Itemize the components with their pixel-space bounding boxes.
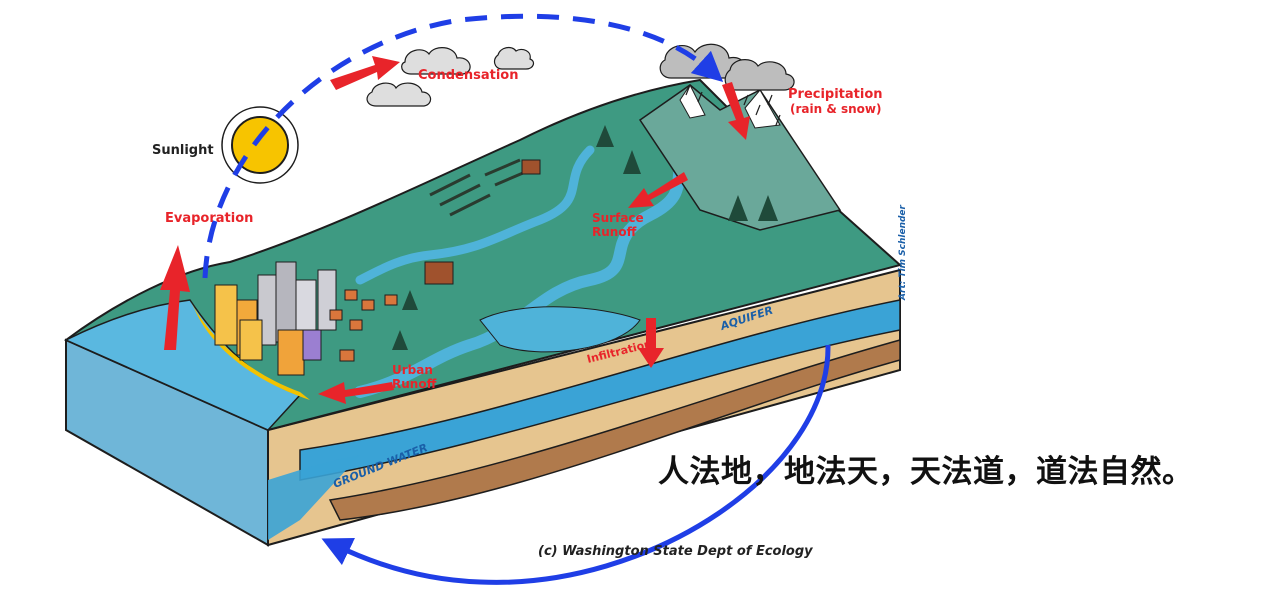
copyright-label: (c) Washington State Dept of Ecology xyxy=(538,544,813,559)
urban-runoff-label-line2: Runoff xyxy=(392,377,437,391)
evaporation-arrow xyxy=(160,245,190,350)
sun-icon xyxy=(221,106,299,184)
river-upper xyxy=(355,145,595,285)
sunlight-label: Sunlight xyxy=(152,143,214,158)
landscape-block xyxy=(64,78,903,547)
surface-runoff-label-line1: Surface xyxy=(592,211,644,225)
city-buildings xyxy=(214,261,337,376)
surface-runoff-arrow xyxy=(628,172,688,208)
river xyxy=(354,124,706,398)
trees xyxy=(392,125,778,350)
cycle-arrow-solid xyxy=(321,344,831,585)
houses xyxy=(329,289,398,362)
infiltration-arrow xyxy=(638,318,664,368)
lake xyxy=(479,306,641,353)
mountain-snow xyxy=(679,84,781,129)
condensation-label: Condensation xyxy=(418,68,518,83)
daoist-quote: 人法地，地法天，天法道，道法自然。 xyxy=(658,454,1194,490)
barn xyxy=(424,261,454,285)
condensation-arrow xyxy=(330,56,400,90)
precipitation-arrow xyxy=(722,82,750,140)
rock-layer xyxy=(328,339,901,521)
evaporation-label: Evaporation xyxy=(165,211,253,226)
precipitation-label: Precipitation xyxy=(788,87,883,102)
surface-runoff-label-line2: Runoff xyxy=(592,225,637,239)
aquifer-layer xyxy=(299,299,901,481)
urban-runoff-label-line1: Urban xyxy=(392,363,433,377)
ground-water-layer xyxy=(268,455,360,540)
precipitation-sub-label: (rain & snow) xyxy=(790,102,881,116)
rain-icon xyxy=(685,84,781,126)
cycle-arrow-dashed xyxy=(202,13,724,279)
urban-runoff-arrow xyxy=(318,382,394,404)
process-arrows xyxy=(160,56,750,404)
farmhouse xyxy=(521,159,541,175)
artist-credit-label: Art: Tim Schlender xyxy=(898,204,908,301)
mountains xyxy=(638,84,842,231)
